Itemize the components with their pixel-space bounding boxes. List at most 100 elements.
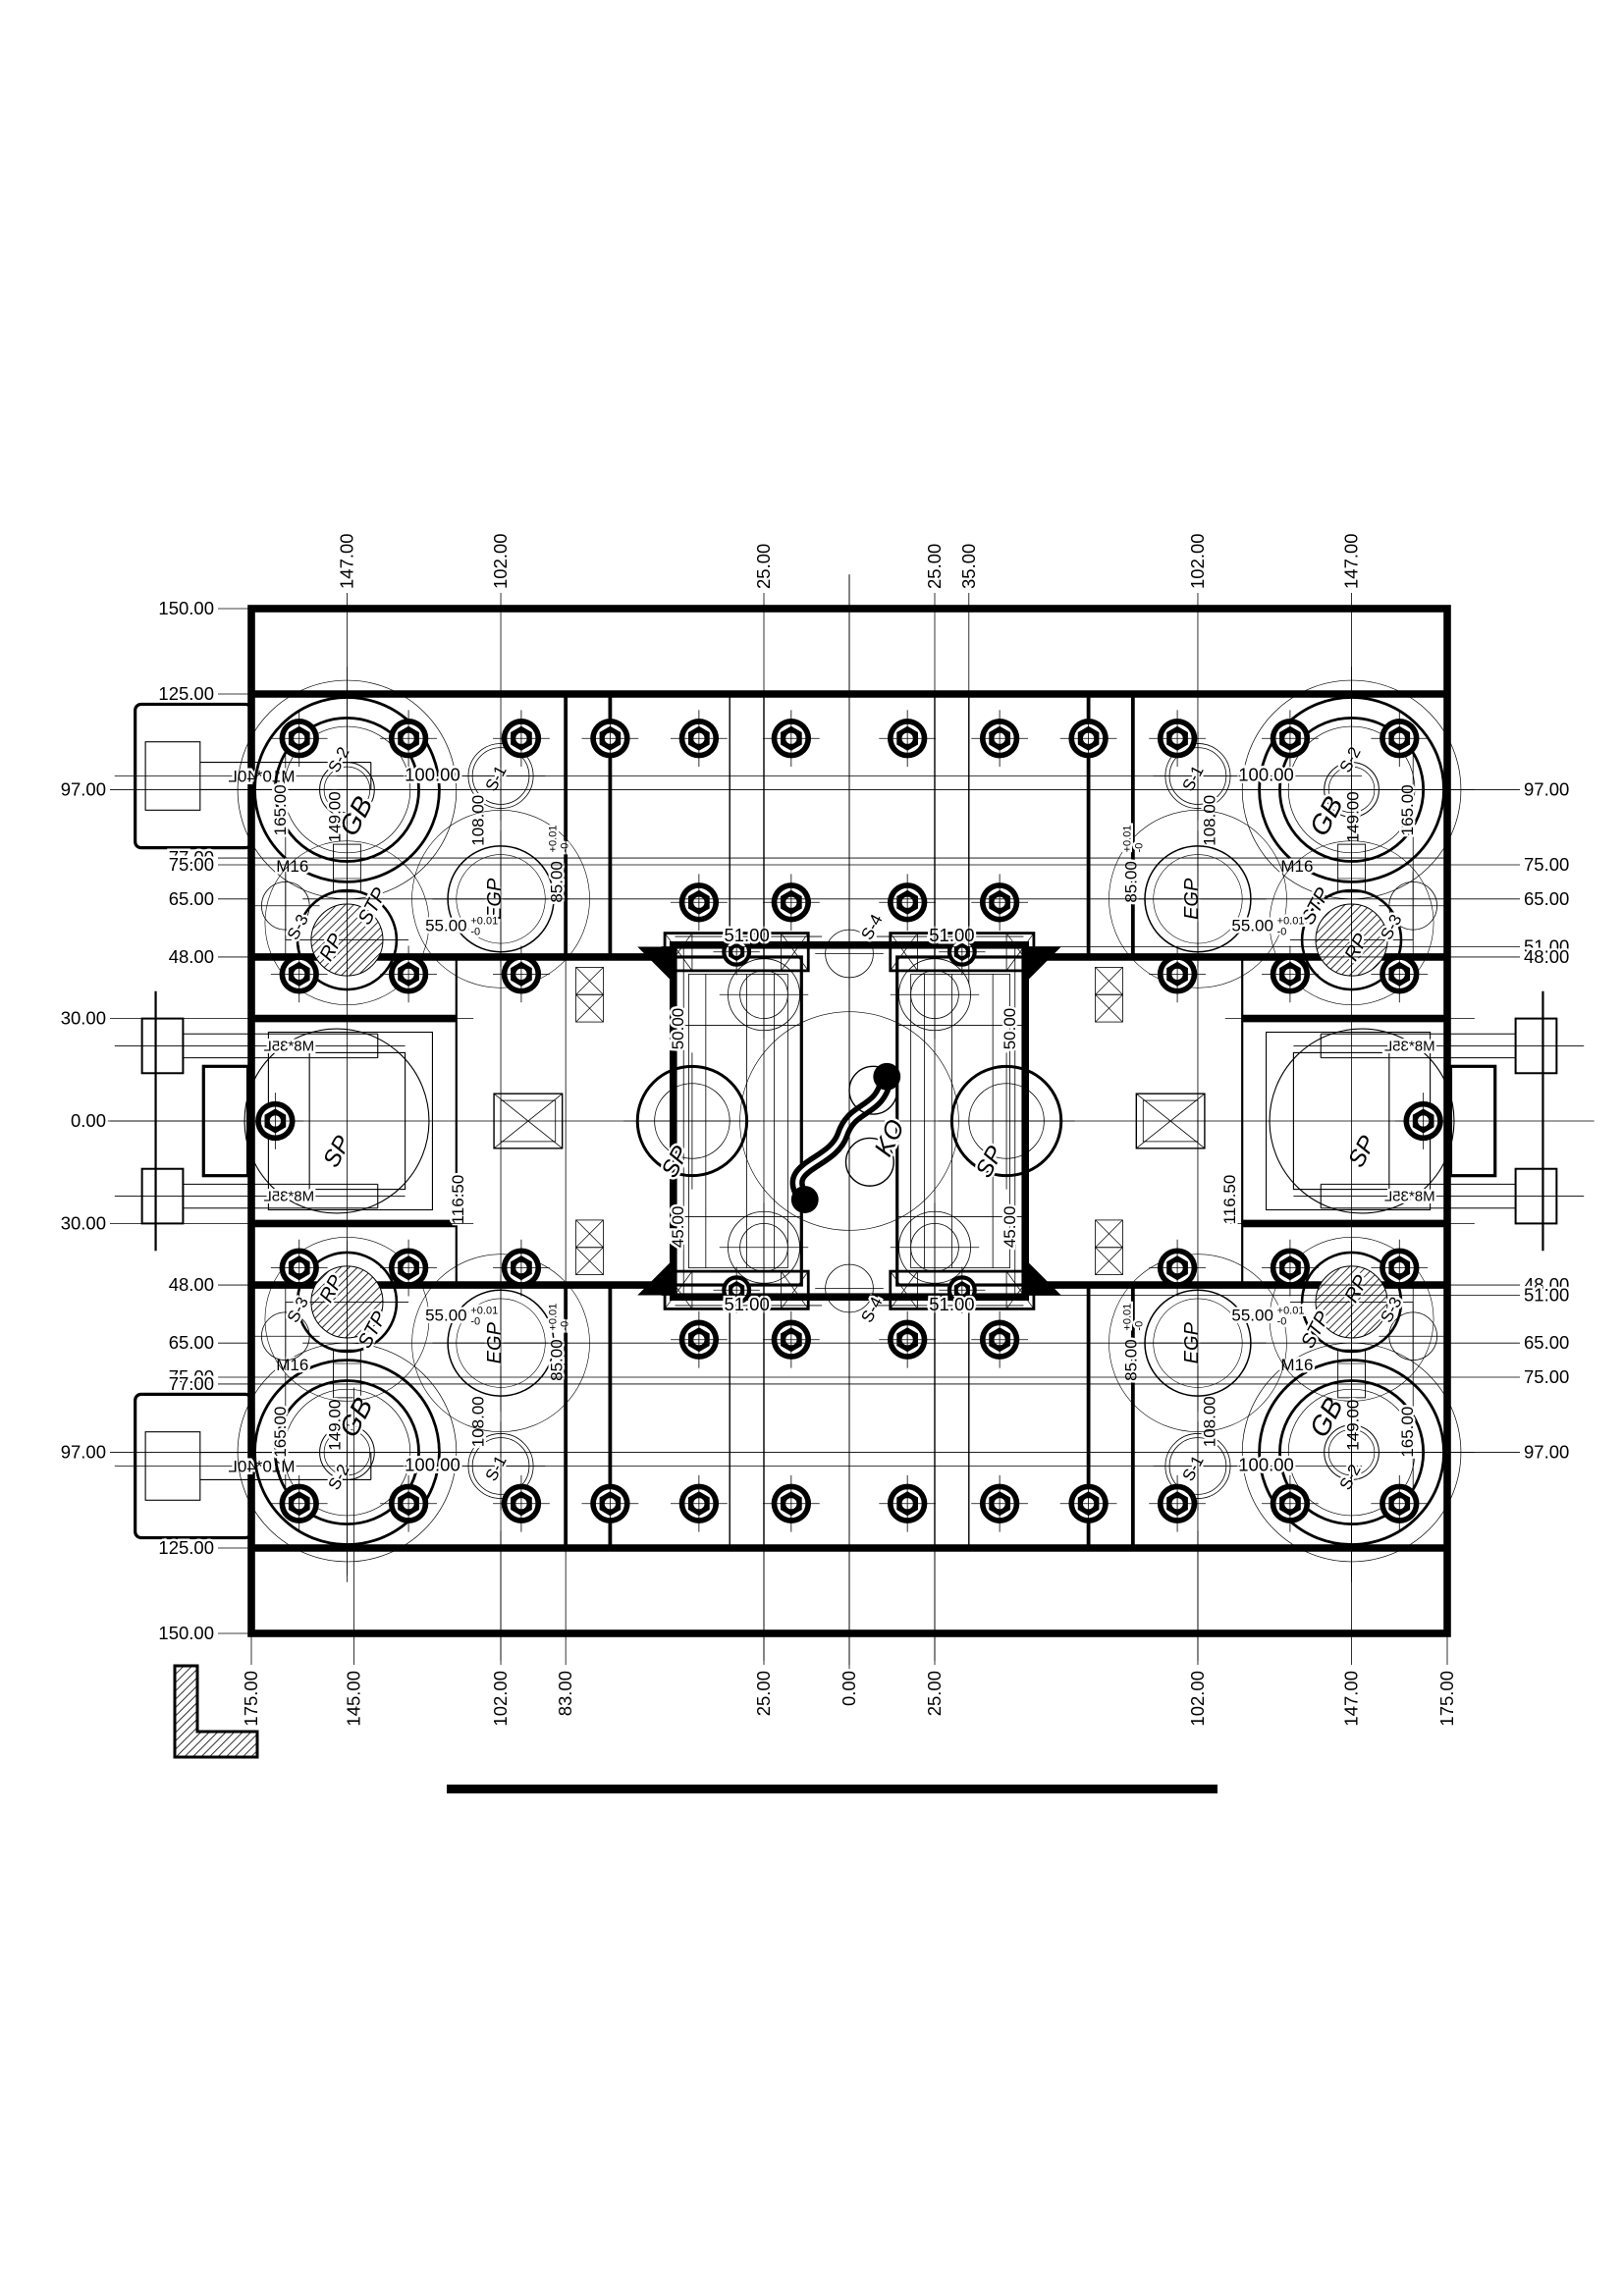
gb-dim-label: 165.00 (271, 1407, 290, 1458)
bolt-head (1514, 1167, 1558, 1225)
s1-leader-label: 100.00 (1238, 765, 1294, 785)
s3-label: S-3 (284, 1294, 312, 1325)
dim-label-left: 75.00 (169, 854, 214, 875)
cap-hatch-square (890, 933, 919, 972)
cap-hatch-diagonal (890, 1270, 918, 1309)
dim-label-left: 97.00 (61, 1442, 106, 1463)
tolerance-label: 85.00+0.01-0 (545, 823, 573, 905)
cap-hatch-square (890, 1270, 919, 1309)
tol-main: 85.00 (1121, 1339, 1140, 1381)
dim-label-right: 48.00 (1524, 946, 1569, 967)
dim-label-left: 48.00 (169, 1274, 214, 1295)
vertical-dim-label: 45.00 (669, 1206, 687, 1249)
dim-label-right: 75.00 (1524, 1366, 1569, 1387)
wedge-diagonal (1136, 1093, 1206, 1149)
cap-hatch-diagonal (781, 1270, 809, 1309)
tol-sup: +0.01 (470, 916, 498, 928)
vertical-dim-label: 50.00 (1001, 1008, 1019, 1050)
gb-dim-label: 149.00 (325, 791, 344, 842)
dim-label-bottom: 102.00 (490, 1671, 511, 1727)
gb-label: GB (1304, 791, 1349, 840)
tol-sub: -0 (470, 927, 480, 938)
dim-label-bottom: 0.00 (839, 1671, 859, 1706)
dim-label-bottom: 145.00 (343, 1671, 363, 1727)
side-bolt-size-label: M8*35L (263, 1038, 314, 1054)
dim-label-left: 48.00 (169, 946, 214, 967)
pocket-dim-label: 51.00 (929, 1294, 974, 1314)
dim-label-bottom: 175.00 (1436, 1671, 1457, 1727)
rail-hatch-diagonal (1095, 1219, 1123, 1249)
gb-label: GB (1304, 1393, 1349, 1442)
pocket-dim-label: 51.00 (724, 1294, 769, 1314)
eyebolt-size-label: M10*40L (228, 768, 295, 786)
gb-dim-label: 149.00 (1344, 1400, 1363, 1451)
dim-label-bottom: 102.00 (1187, 1671, 1208, 1727)
bolt-head (1514, 1017, 1558, 1075)
s4-label: S-4 (857, 911, 886, 942)
s1-leader-label: 100.00 (1238, 1454, 1294, 1474)
s1-label: S-1 (482, 1453, 511, 1484)
gb-thread-label: M16 (1280, 1356, 1313, 1374)
tol-main: 55.00 (425, 1306, 467, 1324)
dim-label-bottom: 25.00 (924, 1671, 945, 1716)
vertical-dim-label: 45.00 (1001, 1206, 1019, 1249)
dim-label-left: 97.00 (61, 778, 106, 799)
tol-sub: -0 (1277, 927, 1287, 938)
s1-leader-label: 100.00 (405, 1454, 460, 1474)
dim-label-left: 65.00 (169, 888, 214, 909)
vertical-dim-label: 116.50 (449, 1175, 467, 1225)
tol-sub: -0 (560, 843, 571, 853)
runner-channel-core (795, 1076, 890, 1201)
tolerance-label: 85.00+0.01-0 (545, 1301, 573, 1383)
dim-label-left: 75.00 (169, 1366, 214, 1387)
cap-hatch-diagonal (890, 933, 918, 972)
dim-label-left: 150.00 (158, 598, 214, 618)
pocket-corner-wedge (1026, 1260, 1061, 1296)
s1-dim-label: 108.00 (1200, 1396, 1218, 1447)
datum-symbol (173, 1664, 259, 1759)
vertical-dim-label: 50.00 (669, 1008, 687, 1050)
dim-label-bottom: 25.00 (753, 1671, 774, 1716)
gb-dim-label: 165.00 (1398, 1407, 1417, 1458)
side-bolt-size-label: M8*35L (1384, 1038, 1435, 1054)
side-bolt-size-label: M8*35L (263, 1189, 314, 1205)
stp-label: STP (354, 884, 392, 929)
s1-dim-label: 108.00 (1200, 795, 1218, 846)
dim-label-bottom: 175.00 (241, 1671, 261, 1727)
dim-label-bottom: 83.00 (555, 1671, 575, 1716)
gb-id-label: S-2 (1336, 744, 1365, 775)
runner-end-dot (790, 1186, 819, 1213)
gb-dim-label: 165.00 (1398, 784, 1417, 835)
tol-sup: +0.01 (1277, 1305, 1305, 1316)
dim-label-right: 65.00 (1524, 1332, 1569, 1353)
slide-arc (1269, 1028, 1455, 1214)
sp-label: SP (318, 1132, 356, 1172)
rail-hatch-diagonal (575, 993, 604, 1023)
ko-label: KO (868, 1115, 910, 1161)
tol-sup: +0.01 (1121, 1304, 1133, 1331)
pocket-corner-wedge (1026, 946, 1061, 982)
vertical-dim-label: 116.50 (1220, 1175, 1239, 1225)
pocket-dim-label: 51.00 (929, 925, 974, 945)
dim-label-top: 102.00 (1187, 533, 1208, 589)
dim-label-left: 30.00 (61, 1212, 106, 1233)
tolerance-label: 85.00+0.01-0 (1119, 823, 1148, 905)
cap-hatch-diagonal (1005, 933, 1035, 972)
rail-hatch-diagonal (575, 967, 604, 995)
tol-sup: +0.01 (470, 1305, 498, 1316)
tol-sub: -0 (1277, 1315, 1287, 1327)
slide-detail (308, 1051, 406, 1191)
runner-end-dot (873, 1062, 901, 1091)
cap-hatch-square (781, 1270, 809, 1309)
dim-label-right: 48.00 (1524, 1274, 1569, 1295)
tolerance-label: 85.00+0.01-0 (1119, 1301, 1148, 1383)
dim-label-left: 30.00 (61, 1008, 106, 1029)
gb-dim-label: 149.00 (1344, 791, 1363, 842)
dim-label-left: 150.00 (158, 1623, 214, 1643)
dim-label-top: 147.00 (336, 533, 356, 589)
gb-thread-label: M16 (276, 1356, 308, 1374)
